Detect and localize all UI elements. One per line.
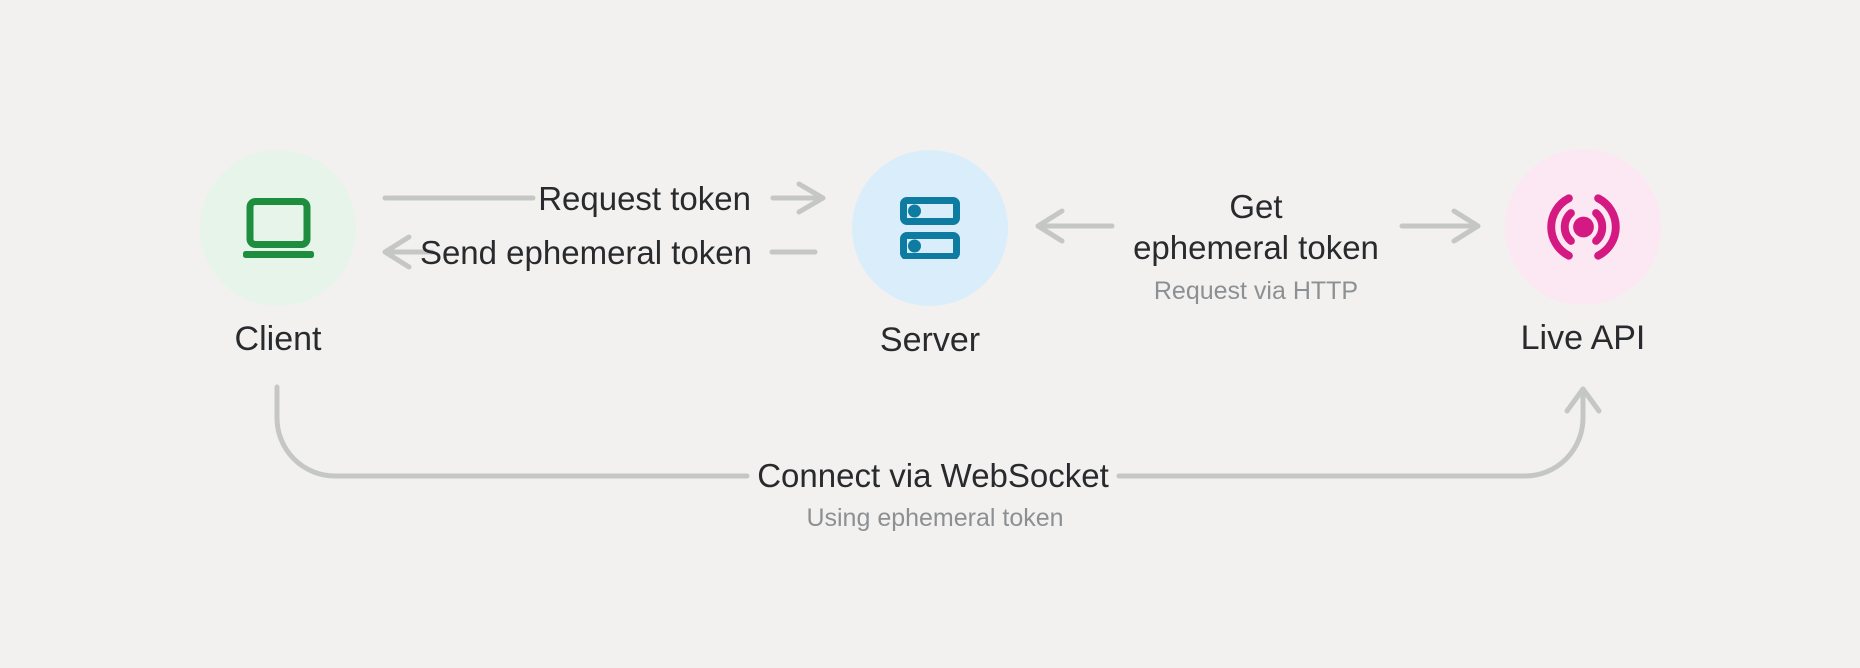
server-rack-icon: [900, 197, 960, 259]
using-ephemeral-token-sublabel: Using ephemeral token: [806, 504, 1064, 532]
client-node: [200, 150, 356, 306]
laptop-icon: [242, 198, 314, 258]
send-token-left-arrow-icon: [382, 234, 435, 270]
server-node: [852, 150, 1008, 306]
live-api-label: Live API: [1520, 319, 1646, 357]
websocket-path-left: [274, 384, 750, 479]
live-broadcast-icon: [1546, 194, 1620, 260]
client-label: Client: [234, 320, 322, 358]
live-api-node: [1505, 149, 1661, 305]
request-token-label: Request token: [538, 180, 751, 217]
request-token-right-arrow-icon: [770, 181, 826, 215]
send-ephemeral-token-label: Send ephemeral token: [419, 234, 752, 271]
websocket-up-arrow-icon: [1564, 386, 1602, 414]
get-ephemeral-token-label-line2: ephemeral token: [1133, 229, 1379, 266]
request-via-http-sublabel: Request via HTTP: [1153, 277, 1359, 305]
get-token-right-arrow-icon: [1399, 208, 1481, 244]
get-ephemeral-token-label: Get ephemeral token: [1056, 186, 1456, 268]
get-token-left-arrow-icon: [1035, 208, 1115, 244]
get-ephemeral-token-label-line1: Get: [1229, 188, 1283, 225]
websocket-path-right: [1116, 389, 1586, 479]
server-label: Server: [879, 321, 981, 359]
connect-websocket-label: Connect via WebSocket: [757, 457, 1109, 494]
